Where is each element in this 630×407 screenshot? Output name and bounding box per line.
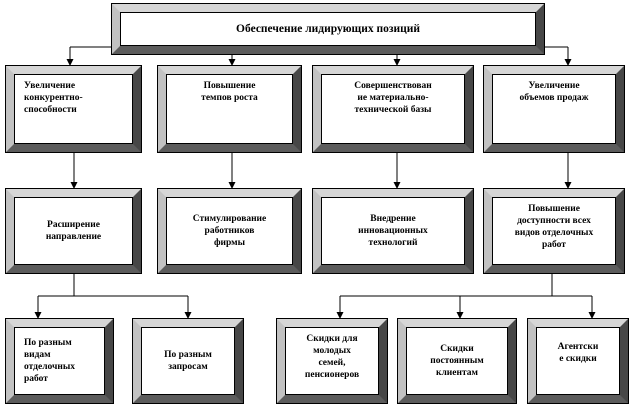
box-agency-discounts: Агентски e скидки [528,319,628,403]
title-text: Обеспечение лидирующих позиций [236,23,420,35]
box-competitiveness-text: Увеличение конкурентно- способности [24,81,83,115]
box-staff-incentives: Стимулирование работников фирмы [158,189,301,273]
box-by-work-types-text: По разным видам отделочных работ [24,338,76,384]
title-box: Обеспечение лидирующих позиций [112,4,544,54]
box-by-work-types: По разным видам отделочных работ [6,319,113,403]
box-by-requests-text: По разным запросам [164,350,212,372]
box-sales-volume: Увеличение объемов продаж [484,66,624,152]
box-material-base-text: Совершенствован ие материально- техничес… [354,81,432,115]
box-expansion: Расширение направление [6,189,141,273]
box-expansion-text: Расширение направление [45,220,102,242]
box-innovation: Внедрение инновационных технологий [313,189,473,273]
box-family-discounts: Скидки для молодых семей, пенсионеров [277,319,387,403]
box-regular-client-discounts: Скидки постоянным клиентам [398,319,516,403]
box-staff-incentives-text: Стимулирование работников фирмы [192,214,267,248]
box-regular-client-discounts-text: Скидки постоянным клиентам [430,344,484,378]
box-accessibility: Повышение доступности всех видов отделоч… [484,189,624,273]
box-material-base: Совершенствован ие материально- техничес… [313,66,473,152]
box-sales-volume-text: Увеличение объемов продаж [519,81,589,103]
box-family-discounts-text: Скидки для молодых семей, пенсионеров [304,334,360,380]
box-by-requests: По разным запросам [133,319,243,403]
box-growth-rate-text: Повышение темпов роста [201,81,258,103]
box-agency-discounts-text: Агентски e скидки [557,342,599,364]
box-competitiveness: Увеличение конкурентно- способности [6,66,141,152]
box-innovation-text: Внедрение инновационных технологий [358,214,428,248]
box-accessibility-text: Повышение доступности всех видов отделоч… [514,204,594,250]
box-growth-rate: Повышение темпов роста [158,66,301,152]
